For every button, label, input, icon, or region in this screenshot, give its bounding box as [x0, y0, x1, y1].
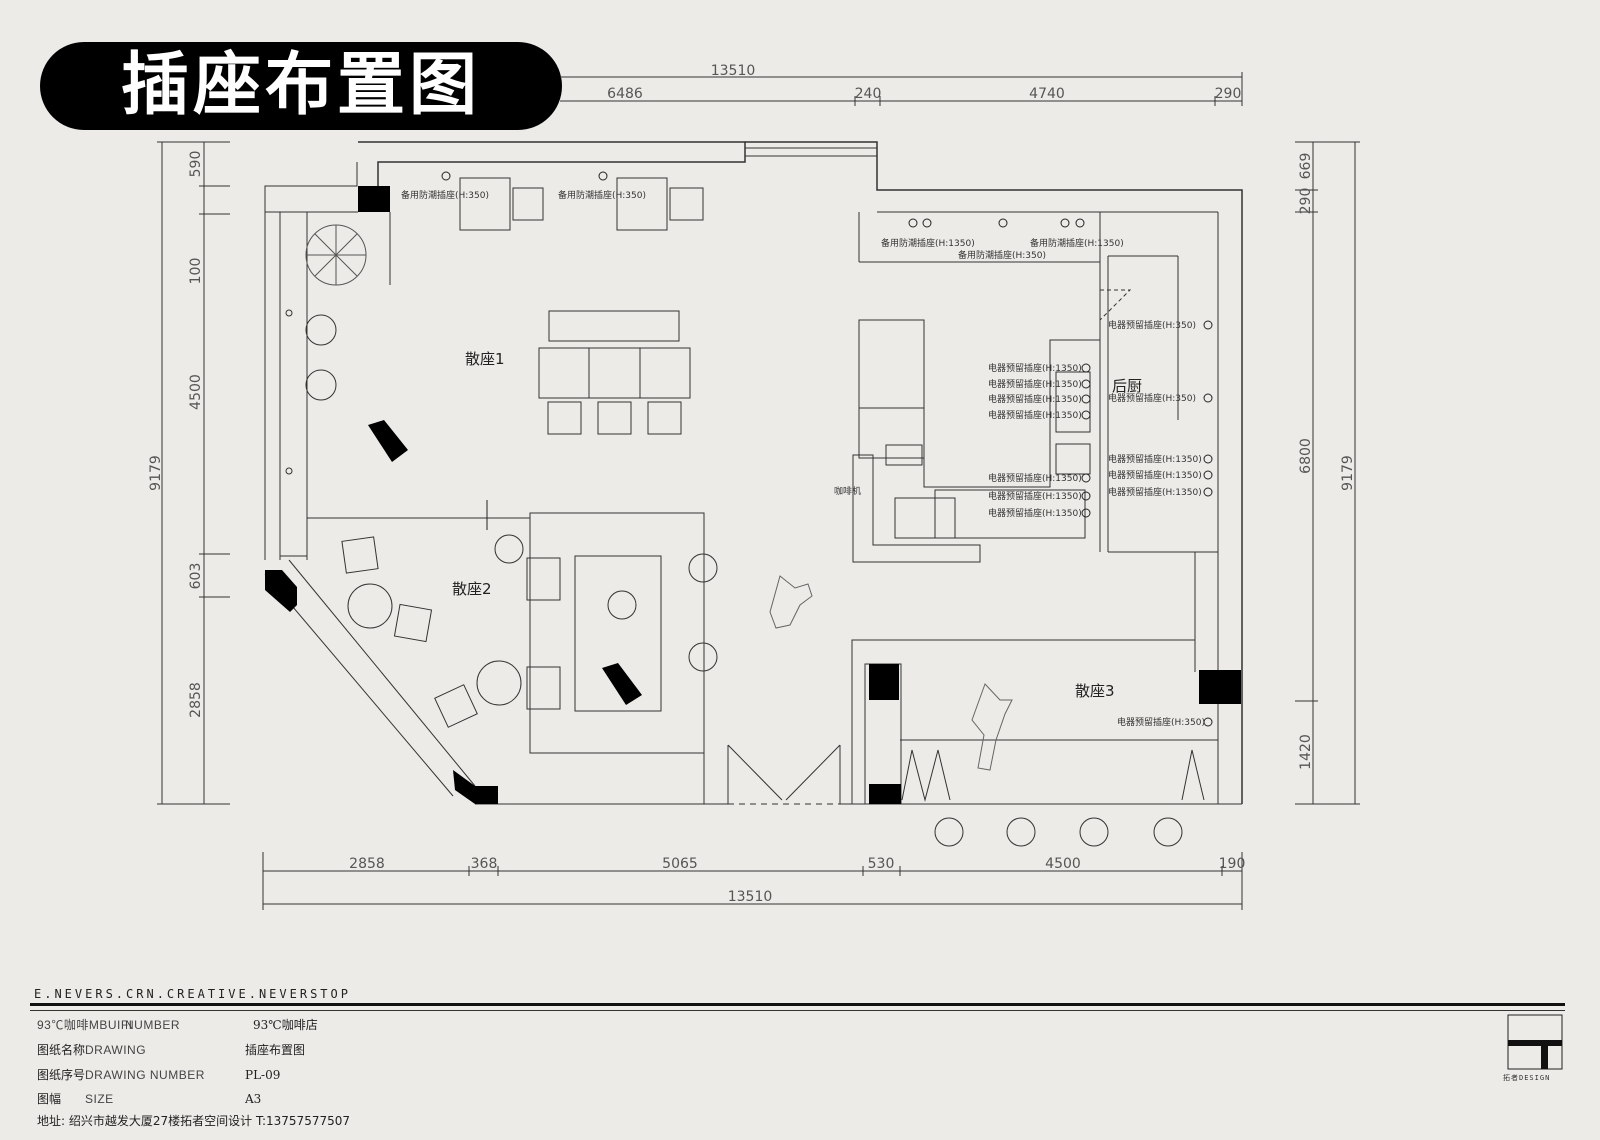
dim-left-c: 4500	[188, 374, 204, 410]
title-block-rule	[30, 1003, 1565, 1006]
socket-label: 电器预留插座(H:350)	[1108, 392, 1196, 404]
socket-label: 电器预留插座(H:350)	[1108, 319, 1196, 331]
dim-top-total: 13510	[711, 63, 756, 79]
project-value: 93℃咖啡店	[253, 1018, 318, 1032]
socket-label: 电器预留插座(H:1350)	[988, 472, 1082, 484]
size-row: 图幅 SIZE A3	[37, 1090, 261, 1107]
socket-label: 电器预留插座(H:1350)	[988, 507, 1082, 519]
number-row: 图纸序号DRAWING NUMBER PL-09	[37, 1066, 280, 1083]
coffee-machine-label: 咖啡机	[834, 485, 861, 497]
number-value: PL-09	[245, 1068, 281, 1082]
dim-left-d: 603	[188, 563, 204, 590]
socket-label: 电器预留插座(H:1350)	[1108, 453, 1202, 465]
project-label: 93℃咖啡MBUIFI	[37, 1018, 133, 1032]
socket-label: 备用防潮插座(H:350)	[958, 249, 1046, 261]
dim-top-d: 290	[1215, 86, 1242, 102]
title-block-rule-thin	[30, 1010, 1565, 1011]
dim-bottom-total: 13510	[728, 889, 773, 905]
drawing-title: 插座布置图	[40, 42, 562, 130]
dim-right-d: 1420	[1298, 734, 1314, 770]
socket-label: 备用防潮插座(H:1350)	[1030, 237, 1124, 249]
dim-right-c: 6800	[1298, 438, 1314, 474]
socket-label: 电器预留插座(H:1350)	[1108, 486, 1202, 498]
dim-bottom-a: 2858	[349, 856, 385, 872]
dim-top-a: 6486	[607, 86, 643, 102]
size-label: 图幅	[37, 1092, 62, 1106]
socket-label: 备用防潮插座(H:350)	[401, 189, 489, 201]
socket-label: 电器预留插座(H:1350)	[988, 362, 1082, 374]
drawing-label: 图纸名称	[37, 1043, 86, 1057]
drawing-row: 图纸名称DRAWING 插座布置图	[37, 1041, 305, 1058]
dim-left-b: 100	[188, 258, 204, 285]
project-row: 93℃咖啡MBUIFINUMBER 93℃咖啡店	[37, 1016, 318, 1033]
socket-label: 电器预留插座(H:1350)	[988, 409, 1082, 421]
dim-left-e: 2858	[188, 682, 204, 718]
socket-label: 电器预留插座(H:1350)	[988, 393, 1082, 405]
drawing-label-en: DRAWING	[85, 1043, 147, 1057]
socket-label: 备用防潮插座(H:1350)	[881, 237, 975, 249]
dim-bottom-f: 190	[1219, 856, 1246, 872]
slogan: E.NEVERS.CRN.CREATIVE.NEVERSTOP	[34, 987, 351, 1001]
size-label-en: SIZE	[85, 1092, 114, 1106]
dim-top-c: 4740	[1029, 86, 1065, 102]
logo-caption: 拓者DESIGN	[1503, 1074, 1551, 1082]
dim-left-a: 590	[188, 151, 204, 178]
dim-bottom-b: 368	[471, 856, 498, 872]
drawing-value: 插座布置图	[245, 1043, 306, 1057]
project-label-en: NUMBER	[125, 1018, 181, 1032]
dim-top-b: 240	[855, 86, 882, 102]
number-label: 图纸序号	[37, 1068, 86, 1082]
address-row: 地址: 绍兴市越发大厦27楼拓者空间设计 T:13757577507	[37, 1112, 350, 1129]
dim-right-b: 290	[1298, 188, 1314, 215]
number-label-en: DRAWING NUMBER	[85, 1068, 205, 1082]
address-label: 地址:	[37, 1114, 66, 1128]
socket-label: 电器预留插座(H:350)	[1117, 716, 1205, 728]
studio-logo-icon	[1507, 1014, 1563, 1070]
socket-label: 电器预留插座(H:1350)	[1108, 469, 1202, 481]
room-seat2: 散座2	[452, 580, 492, 598]
socket-label: 备用防潮插座(H:350)	[558, 189, 646, 201]
dim-bottom-d: 530	[868, 856, 895, 872]
dim-right-total: 9179	[1340, 455, 1356, 491]
dim-bottom-c: 5065	[662, 856, 698, 872]
address-value: 绍兴市越发大厦27楼拓者空间设计 T:13757577507	[68, 1114, 350, 1128]
room-seat1: 散座1	[465, 350, 505, 368]
dim-right-a: 669	[1298, 153, 1314, 180]
dim-left-total: 9179	[148, 455, 164, 491]
socket-label: 电器预留插座(H:1350)	[988, 490, 1082, 502]
room-seat3: 散座3	[1075, 682, 1115, 700]
dim-bottom-e: 4500	[1045, 856, 1081, 872]
size-value: A3	[245, 1092, 262, 1106]
socket-label: 电器预留插座(H:1350)	[988, 378, 1082, 390]
room-kitchen: 后厨	[1112, 377, 1142, 395]
